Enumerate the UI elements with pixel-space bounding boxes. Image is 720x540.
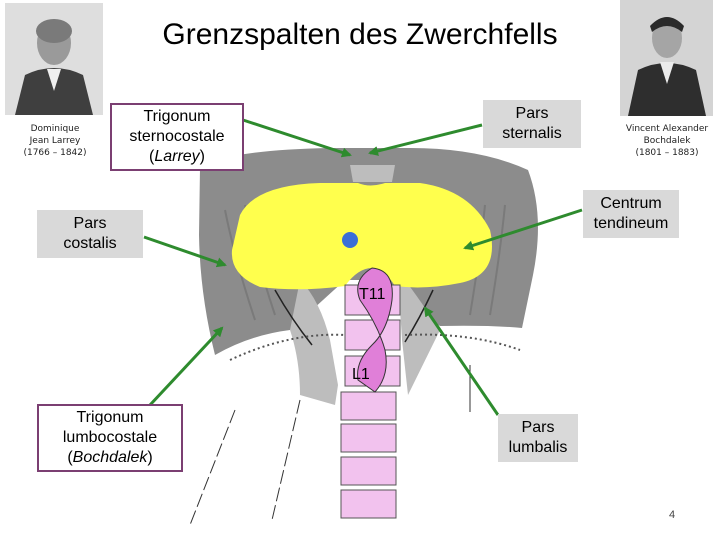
- label-trigonum-sternocostale: Trigonum sternocostale (Larrey): [110, 103, 244, 171]
- arrow-pars-costalis: [143, 235, 227, 268]
- pars-sternalis-shape: [350, 165, 395, 182]
- label-centrum-tendineum-line1: Centrum: [600, 195, 662, 212]
- bochdalek-caption-name1: Vincent Alexander: [625, 124, 709, 134]
- paren-close: ): [147, 449, 153, 466]
- label-pars-costalis-line1: Pars: [73, 215, 107, 232]
- vertebra-label-t11: T11: [359, 286, 386, 303]
- label-trigonum-lumbocostale-line2: lumbocostale: [62, 429, 158, 446]
- page-title: Grenzspalten des Zwerchfells: [162, 18, 558, 51]
- arrow-trigonum-lumbocostale: [148, 326, 224, 407]
- vertebra: [340, 391, 397, 421]
- arrow-pars-sternalis: [368, 123, 483, 156]
- larrey-caption-dates: (1766 – 1842): [23, 148, 87, 158]
- paren-open: (: [148, 148, 155, 165]
- paren-open: (: [67, 449, 73, 466]
- pars-lumbalis-area: [290, 280, 338, 405]
- paren-close: ): [199, 148, 205, 165]
- vertebra-label-l1: L1: [352, 366, 370, 383]
- label-trigonum-sternocostale-line2: sternocostale: [129, 128, 225, 145]
- rib-line: [404, 289, 434, 343]
- psoas-line: [271, 399, 301, 521]
- arrow-pars-lumbalis: [423, 306, 500, 416]
- larrey-caption-name2: Jean Larrey: [29, 136, 81, 146]
- eponym-bochdalek: Bochdalek: [72, 449, 148, 466]
- vertebra: [340, 456, 397, 486]
- label-centrum-tendineum: Centrum tendineum: [583, 190, 679, 238]
- muscle-strip: [489, 204, 506, 316]
- label-trigonum-sternocostale-eponym-line: (Larrey): [149, 147, 205, 167]
- label-centrum-tendineum-line2: tendineum: [593, 215, 669, 232]
- larrey-portrait: [5, 3, 103, 115]
- label-pars-lumbalis-line2: lumbalis: [508, 439, 568, 456]
- larrey-caption-name1: Dominique: [30, 124, 80, 134]
- label-pars-sternalis-line2: sternalis: [502, 125, 562, 142]
- page-number: 4: [669, 509, 676, 521]
- larrey-caption: Dominique Jean Larrey (1766 – 1842): [5, 123, 105, 159]
- label-pars-lumbalis-line1: Pars: [521, 419, 555, 436]
- label-trigonum-lumbocostale: Trigonum lumbocostale (Bochdalek): [37, 404, 183, 472]
- vertebra: [340, 489, 397, 519]
- label-pars-lumbalis: Pars lumbalis: [498, 414, 578, 462]
- label-pars-sternalis-line1: Pars: [515, 105, 549, 122]
- larrey-portrait-drawing: [5, 3, 103, 115]
- label-trigonum-sternocostale-line1: Trigonum: [143, 108, 211, 125]
- crura-loop: [357, 267, 393, 393]
- arrow-centrum-tendineum: [463, 208, 583, 251]
- label-pars-costalis-line2: costalis: [63, 235, 117, 252]
- label-pars-costalis: Pars costalis: [37, 210, 143, 258]
- arcuate-ligament: [404, 333, 521, 351]
- rib-line: [274, 289, 313, 346]
- psoas-line: [189, 409, 236, 526]
- bochdalek-caption-name2: Bochdalek: [643, 136, 691, 146]
- label-trigonum-lumbocostale-eponym-line: (Bochdalek): [67, 448, 152, 468]
- bochdalek-caption: Vincent Alexander Bochdalek (1801 – 1883…: [611, 123, 720, 159]
- bochdalek-portrait: [620, 0, 713, 116]
- foramen-dot: [342, 232, 358, 248]
- vertebra: [340, 423, 397, 453]
- pars-lumbalis-area: [395, 280, 440, 395]
- label-pars-sternalis: Pars sternalis: [483, 100, 581, 148]
- eponym-larrey: Larrey: [154, 148, 200, 165]
- centrum-tendineum-shape: [231, 183, 492, 290]
- bochdalek-caption-dates: (1801 – 1883): [635, 148, 699, 158]
- arrow-trigonum-sternocostale: [242, 118, 352, 158]
- label-trigonum-lumbocostale-line1: Trigonum: [76, 409, 144, 426]
- bochdalek-portrait-drawing: [620, 0, 713, 116]
